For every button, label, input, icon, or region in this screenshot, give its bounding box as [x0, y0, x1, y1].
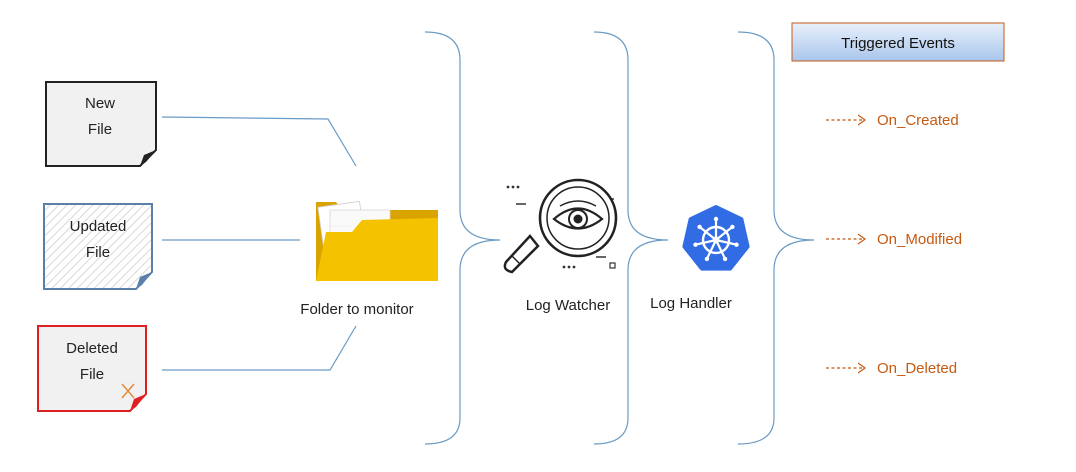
delete-x-icon [121, 383, 135, 399]
kubernetes-helm-icon [682, 205, 750, 271]
triggered-events-title: Triggered Events [841, 35, 955, 52]
handler-caption: Log Handler [650, 295, 732, 312]
dashed-arrow-icon [826, 233, 867, 245]
updated-file-card: Updated File [43, 203, 153, 290]
dashed-arrow-icon [826, 362, 867, 374]
event-label-on-created: On_Created [877, 112, 959, 129]
event-on-created: On_Created [826, 112, 959, 129]
brace-handler-to-events [737, 31, 815, 445]
event-on-modified: On_Modified [826, 231, 962, 248]
new-file-card: New File [45, 81, 157, 167]
event-label-on-modified: On_Modified [877, 231, 962, 248]
brace-folder-to-watcher [424, 31, 501, 445]
magnifier-eye-icon [503, 178, 618, 274]
connector-new-file [161, 116, 357, 167]
triggered-events-header: Triggered Events [791, 22, 1005, 62]
dashed-arrow-icon [826, 114, 867, 126]
updated-file-label-line1: Updated [70, 218, 127, 235]
connector-deleted-file [162, 325, 357, 371]
folder-icon [316, 200, 438, 281]
event-label-on-deleted: On_Deleted [877, 360, 957, 377]
watcher-caption: Log Watcher [526, 297, 611, 314]
deleted-file-card: Deleted File [37, 325, 147, 412]
new-file-label-line1: New [85, 95, 115, 112]
new-file-label-line2: File [88, 121, 112, 138]
deleted-file-label-line1: Deleted [66, 340, 118, 357]
brace-watcher-to-handler [593, 31, 669, 445]
file-connectors [161, 116, 357, 371]
folder-caption: Folder to monitor [300, 301, 413, 318]
deleted-file-label-line2: File [80, 366, 104, 383]
event-on-deleted: On_Deleted [826, 360, 957, 377]
updated-file-label-line2: File [86, 244, 110, 261]
